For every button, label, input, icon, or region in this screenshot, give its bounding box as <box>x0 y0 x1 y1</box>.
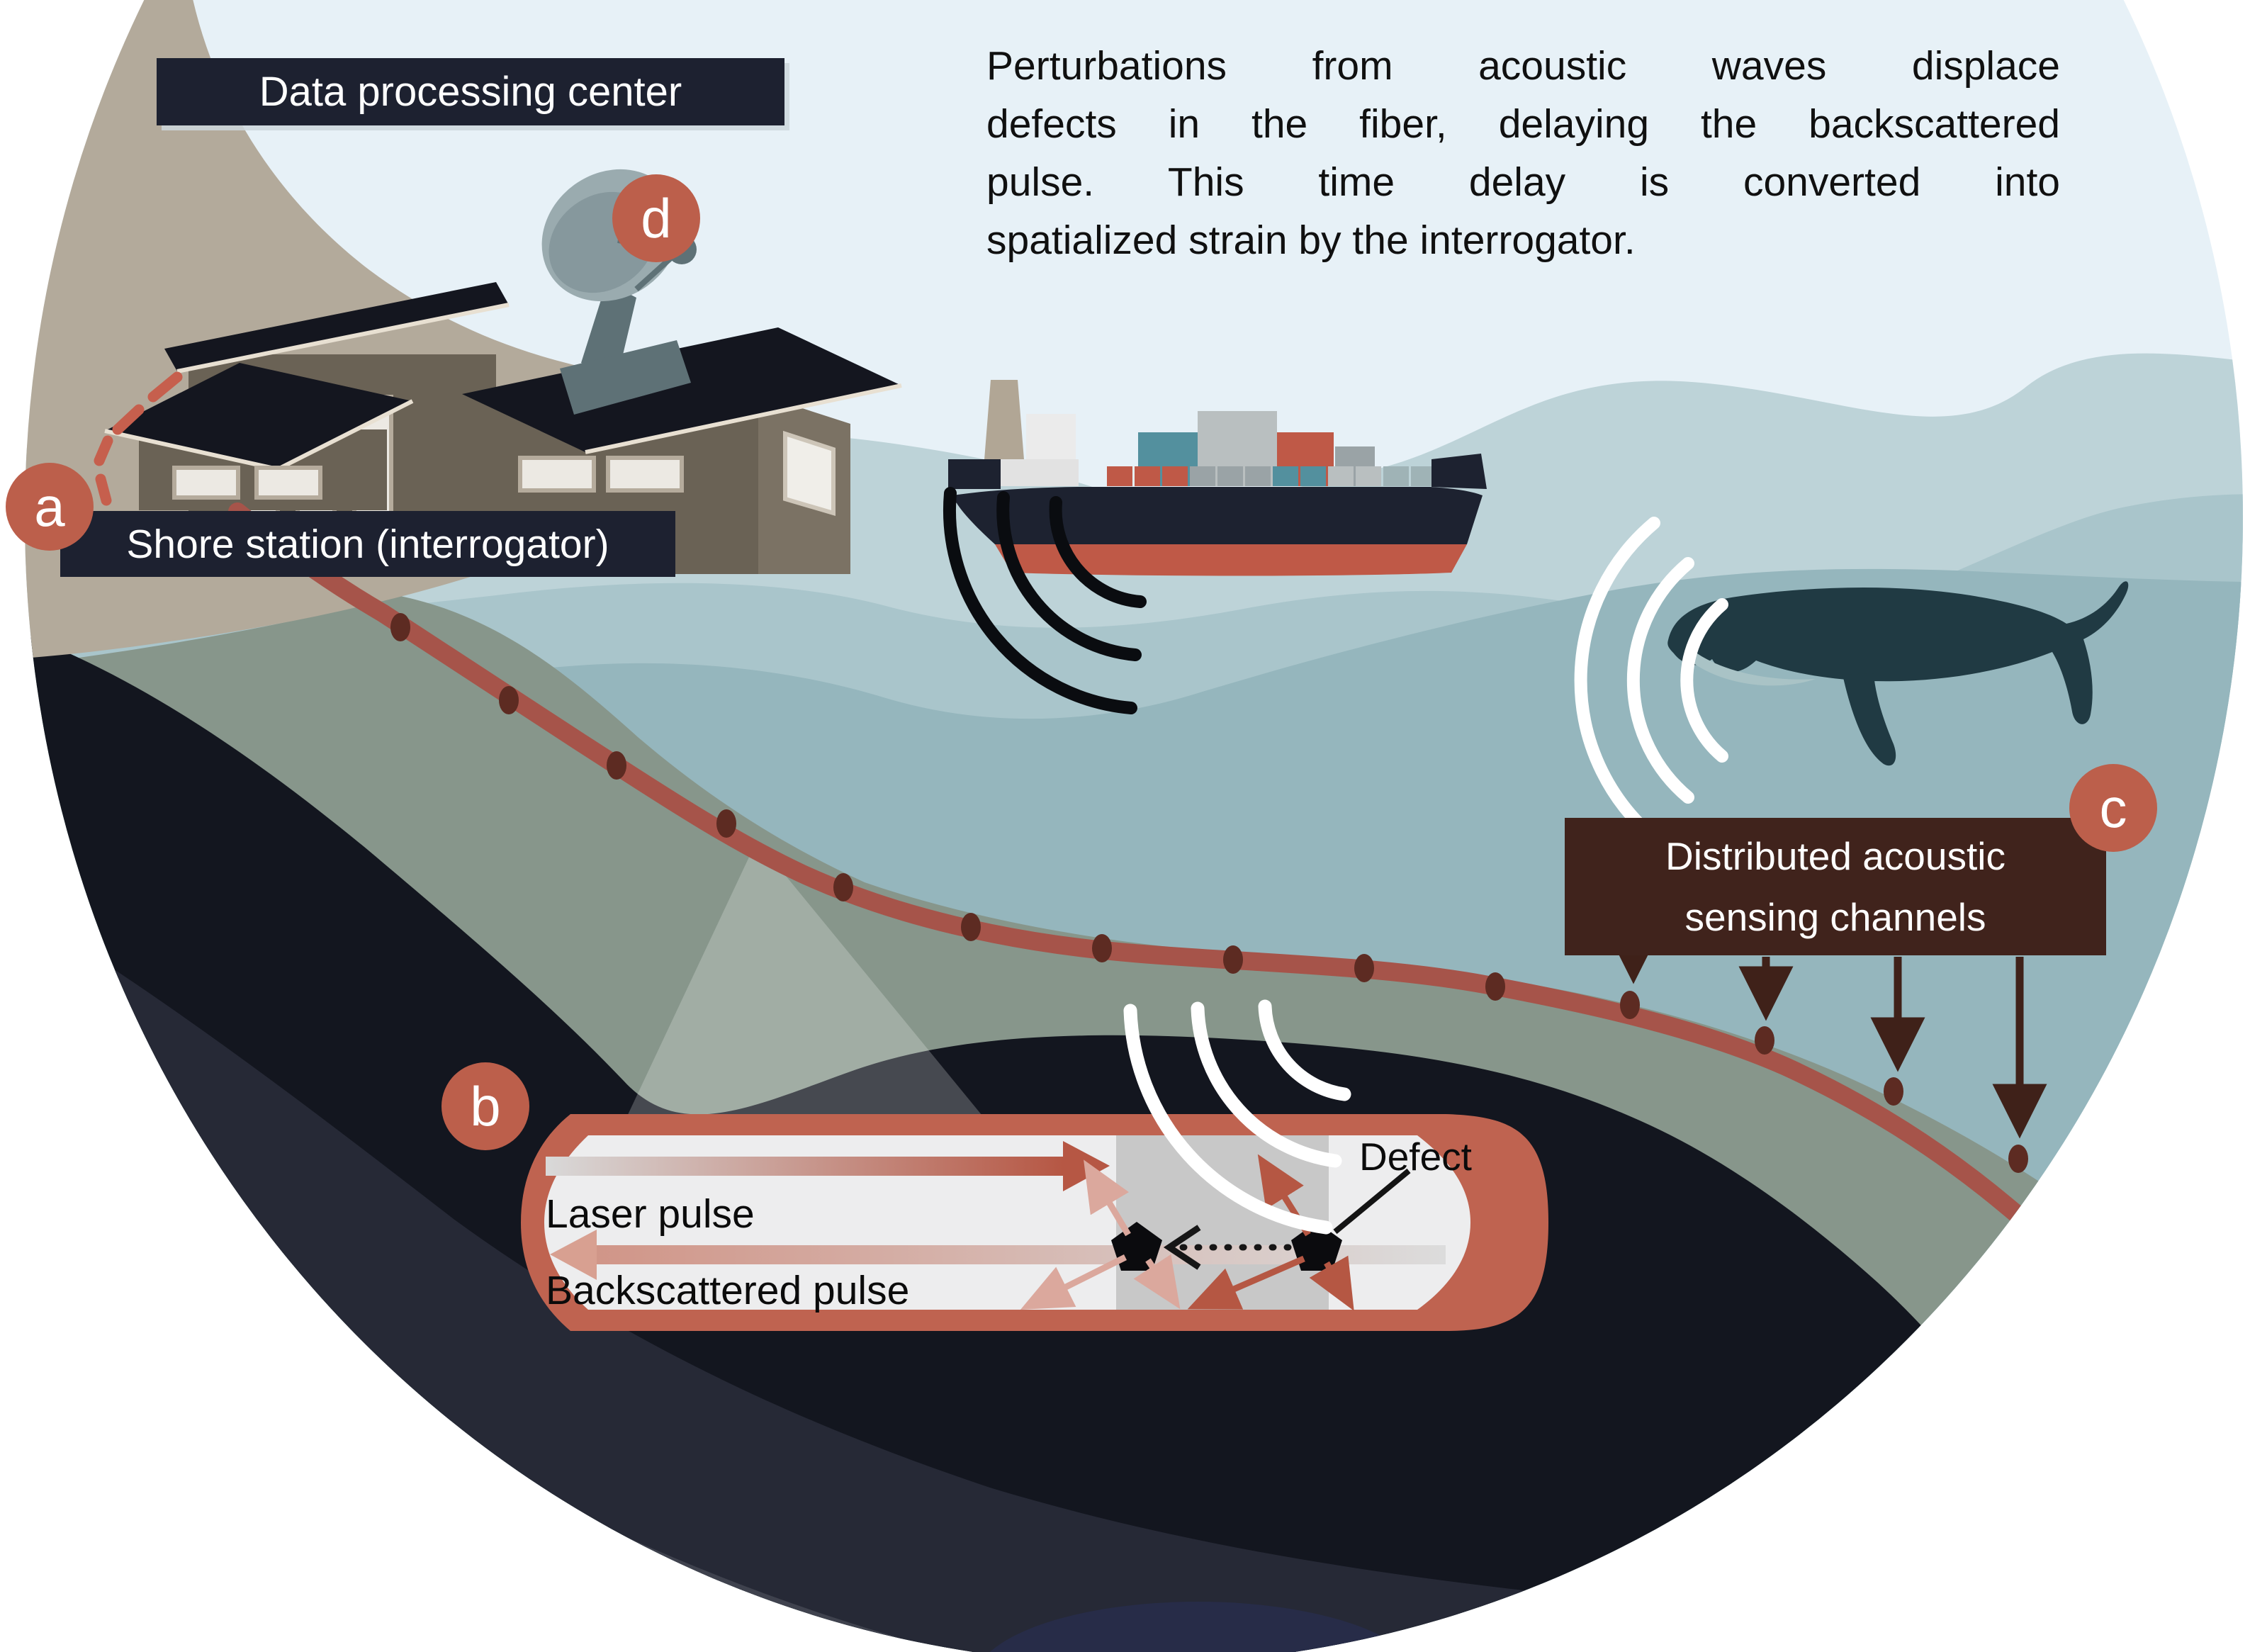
defect-label: Defect <box>1359 1135 1472 1179</box>
station-link-dashed-line <box>94 371 183 506</box>
das-channels-label: Distributed acoustic sensing channels <box>1565 818 2106 955</box>
shore-station-building <box>104 363 414 510</box>
paragraph-line: Perturbations from acoustic waves displa… <box>986 43 2060 89</box>
sediment-fan <box>604 841 1033 1178</box>
building-main-roof <box>164 282 509 371</box>
defect-callout-line <box>1333 1168 1411 1235</box>
window <box>172 466 240 500</box>
cable-channel-dot <box>607 751 626 780</box>
paragraph-line: defects in the fiber, delaying the backs… <box>986 101 2060 147</box>
laser-pulse-arrow <box>546 1141 1110 1191</box>
window <box>254 466 322 500</box>
marker-letter-b: b <box>470 1074 501 1137</box>
cable-channel-dot <box>1223 945 1243 974</box>
cable-channel-dot <box>961 913 981 941</box>
data-processing-center-text: Data processing center <box>259 69 682 115</box>
ship-sound-waves-icon <box>943 487 1147 714</box>
ship-superstructure-tier <box>1001 459 1079 486</box>
marker-letter-c: c <box>2099 776 2127 839</box>
marker-badge-a: a <box>6 463 94 551</box>
whale <box>1667 581 2129 766</box>
cable-channel-dot <box>1620 991 1640 1019</box>
fiber-inset <box>521 1114 1548 1331</box>
displacement-arrow <box>1163 1225 1292 1270</box>
scatter-arrows-displaced <box>1020 1159 1181 1310</box>
cable-channel-dot <box>1354 954 1374 982</box>
cable-channel-dot <box>833 873 853 901</box>
marker-letter-d: d <box>641 186 672 249</box>
cable-channel-dot <box>390 613 410 641</box>
description-paragraph: Perturbations from acoustic waves displa… <box>986 37 2060 269</box>
building-shore-roof <box>105 363 412 469</box>
whale-sound-waves-icon <box>1574 517 1728 844</box>
cable-channel-dot <box>2008 1145 2028 1173</box>
ship-keel <box>995 544 1467 576</box>
substrate-deep-bump <box>974 1602 1421 1652</box>
laser-pulse-label: Laser pulse <box>546 1191 755 1237</box>
window <box>606 456 684 493</box>
marker-badge-d: d <box>612 174 700 262</box>
window <box>518 456 596 493</box>
shore-station-text: Shore station (interrogator) <box>126 521 609 567</box>
cargo-ship <box>948 380 1487 576</box>
fiber-cable <box>228 502 2174 1357</box>
shore-station-label: Shore station (interrogator) <box>60 511 675 577</box>
cable-channel-dot <box>716 809 736 838</box>
das-channels-text-line1: Distributed acoustic <box>1665 834 2006 878</box>
cable-channel-dot <box>1755 1026 1774 1055</box>
das-channel-arrows <box>1606 929 2047 1139</box>
paragraph-line: pulse. This time delay is converted into <box>986 159 2060 205</box>
backscattered-pulse-label: Backscattered pulse <box>546 1268 910 1313</box>
marker-letter-a: a <box>34 475 65 538</box>
data-processing-center-label: Data processing center <box>157 58 784 125</box>
paragraph-line: spatialized strain by the interrogator. <box>986 218 1636 263</box>
cable-channel-dot <box>1485 972 1505 1001</box>
satellite-dish-icon <box>541 169 697 415</box>
window <box>783 430 836 517</box>
das-channels-text-line2: sensing channels <box>1684 895 1986 939</box>
inset-sound-waves-icon <box>1123 999 1351 1235</box>
whale-belly <box>1685 646 1816 686</box>
cable-channel-dot <box>1092 934 1112 962</box>
marker-badge-b: b <box>441 1062 529 1150</box>
ship-hull <box>948 487 1483 544</box>
ship-container-row <box>1107 466 1436 486</box>
cable-channel-dot <box>1884 1077 1903 1106</box>
marker-badge-c: c <box>2069 764 2157 852</box>
cable-channel-dot <box>499 686 519 714</box>
cable-channel-dots <box>390 613 2028 1173</box>
building-annex-roof <box>462 327 901 452</box>
